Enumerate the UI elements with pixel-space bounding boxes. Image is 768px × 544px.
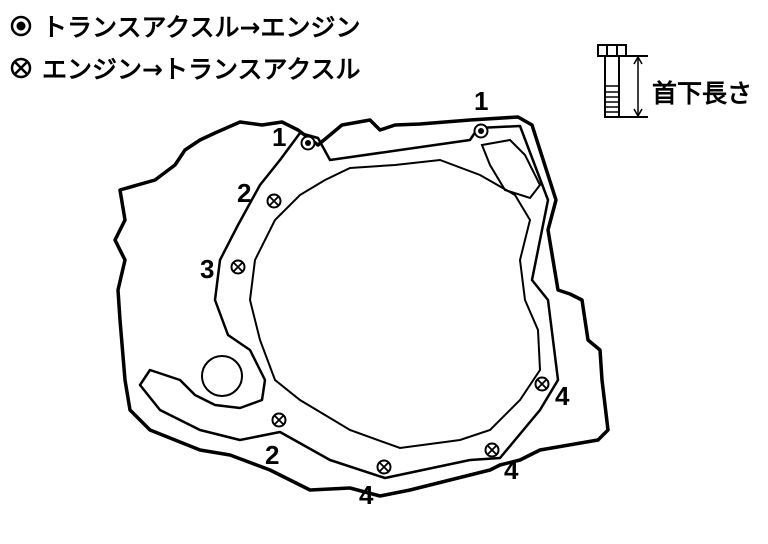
dot-bolt	[300, 135, 316, 151]
legend-transaxle-to-engine: トランスアクスル→エンジン	[10, 8, 360, 44]
oil-passage-outline	[480, 138, 542, 200]
legend-engine-to-transaxle: エンジン→トランスアクスル	[10, 50, 360, 86]
bolt-label: 4	[504, 455, 519, 485]
legend-label: エンジン→トランスアクスル	[42, 55, 361, 84]
bolt-label: 1	[272, 122, 286, 152]
case-outer-outline	[113, 115, 610, 498]
bolt-length-caption: 首下長さ	[652, 79, 753, 108]
cross-bolt	[484, 442, 500, 458]
bolt-label: 4	[555, 381, 570, 411]
bolt-label: 4	[359, 480, 374, 510]
cross-bolt	[230, 259, 246, 275]
dot-circle-bolt-icon	[10, 15, 32, 37]
cross-bolt	[376, 459, 392, 475]
cross-bolt	[266, 193, 282, 209]
legend-label: トランスアクスル→エンジン	[42, 13, 361, 42]
bolt-label: 2	[237, 178, 251, 208]
bolt-label: 2	[265, 440, 279, 470]
bolt-label: 1	[474, 86, 488, 116]
bolt-label: 3	[200, 254, 214, 284]
bore-outline	[248, 158, 542, 450]
bolt-length-diagram-icon	[597, 44, 648, 118]
cross-circle-bolt-icon	[10, 57, 32, 79]
cross-bolt	[534, 376, 550, 392]
gasket-outline	[138, 124, 560, 480]
cross-bolt	[271, 412, 287, 428]
shaft-hole	[201, 355, 243, 397]
dot-bolt	[473, 123, 489, 139]
